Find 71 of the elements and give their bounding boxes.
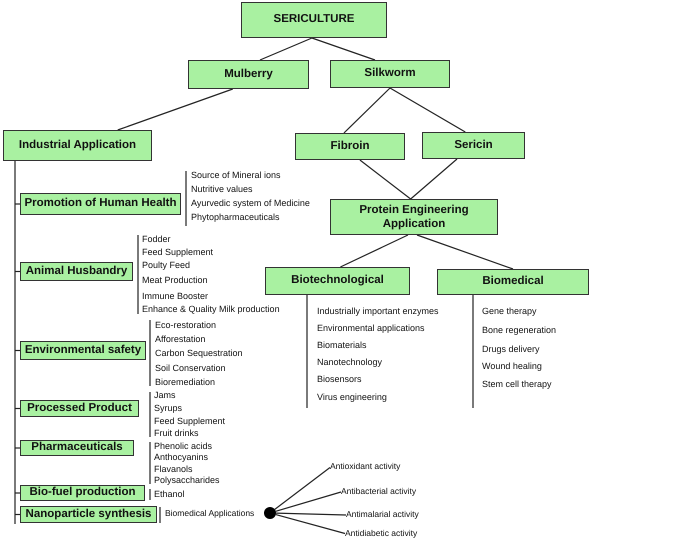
connector-line: [276, 512, 346, 516]
list-item: Bone regeneration: [482, 325, 556, 336]
connector-line: [340, 234, 408, 268]
activity-label: Antioxidant activity: [330, 462, 400, 472]
list-item: Flavanols: [154, 464, 193, 474]
list-item: Bioremediation: [155, 377, 216, 388]
list-item: Ethanol: [154, 489, 185, 500]
list-item: Industrially important enzymes: [317, 306, 439, 316]
list-item: Polysaccharides: [154, 475, 220, 486]
topic-box: Biomedical: [437, 269, 589, 295]
list-item: Nanotechnology: [317, 357, 382, 368]
connector-line: [344, 88, 390, 134]
list-item: Immune Booster: [142, 291, 208, 302]
topic-box: Biotechnological: [265, 267, 410, 295]
topic-box: Fibroin: [295, 133, 405, 160]
connector-line: [416, 234, 514, 270]
list-item: Source of Mineral ions: [191, 170, 281, 180]
topic-box: Sericin: [422, 132, 525, 159]
list-item: Stem cell therapy: [482, 379, 552, 390]
connector-line: [260, 37, 312, 61]
topic-box: Bio-fuel production: [20, 485, 145, 501]
topic-box: Nanoparticle synthesis: [20, 506, 157, 523]
connector-line: [274, 467, 330, 510]
connector-line: [390, 87, 466, 133]
topic-box: SERICULTURE: [241, 2, 387, 38]
list-item: Anthocyanins: [154, 452, 208, 462]
list-item: Enhance & Quality Milk production: [142, 304, 280, 314]
topic-box: Processed Product: [20, 400, 139, 417]
list-item: Carbon Sequestration: [155, 348, 243, 358]
topic-box: Animal Husbandry: [20, 262, 133, 281]
list-item: Environmental applications: [317, 323, 425, 334]
topic-box: Silkworm: [330, 60, 450, 88]
list-item: Fruit drinks: [154, 428, 199, 438]
topic-box: Environmental safety: [20, 341, 146, 360]
connector-line: [410, 158, 458, 200]
connector-line: [14, 161, 20, 524]
list-item: Soil Conservation: [155, 363, 226, 374]
connector-line: [276, 491, 342, 512]
list-item: Drugs delivery: [482, 344, 540, 354]
list-item: Fodder: [142, 234, 171, 244]
list-item: Phytopharmaceuticals: [191, 212, 280, 222]
topic-box: Industrial Application: [3, 130, 152, 161]
topic-box: Pharmaceuticals: [20, 440, 134, 456]
list-item: Gene therapy: [482, 306, 537, 316]
list-item: Meat Production: [142, 275, 208, 286]
list-item: Biomedical Applications: [165, 509, 254, 519]
list-item: Nutritive values: [191, 184, 253, 194]
topic-box: Protein Engineering Application: [330, 199, 498, 235]
topic-box: Mulberry: [188, 60, 309, 89]
connector-line: [118, 88, 233, 131]
activity-label: Antidiabetic activity: [345, 529, 418, 539]
list-item: Feed Supplement: [154, 416, 226, 426]
list-item: Syrups: [154, 403, 182, 414]
list-item: Afforestation: [155, 334, 206, 344]
junction-dot-icon: [264, 507, 276, 519]
activity-label: Antibacterial activity: [341, 487, 416, 497]
list-item: Ayurvedic system of Medicine: [191, 198, 310, 208]
list-item: Eco-restoration: [155, 320, 216, 330]
connector-line: [276, 514, 346, 534]
list-item: Jams: [154, 390, 176, 400]
activity-label: Antimalarial activity: [346, 510, 419, 520]
topic-box: Promotion of Human Health: [20, 193, 181, 215]
list-item: Biomaterials: [317, 340, 367, 350]
list-item: Biosensors: [317, 374, 362, 384]
list-item: Wound healing: [482, 361, 542, 372]
list-item: Feed Supplement: [142, 247, 214, 258]
connector-line: [312, 37, 376, 61]
connector-line: [360, 160, 411, 200]
list-item: Phenolic acids: [154, 441, 212, 452]
list-item: Poulty Feed: [142, 260, 190, 270]
list-item: Virus engineering: [317, 392, 387, 402]
